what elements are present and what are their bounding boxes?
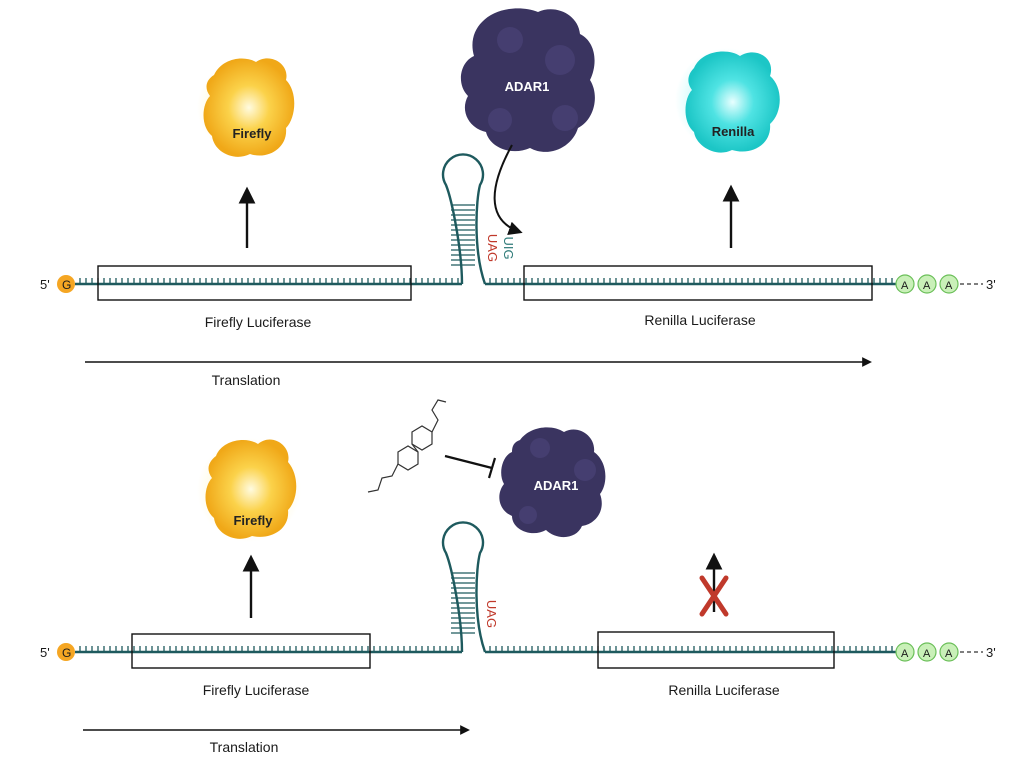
top-mrna-bases-right (489, 278, 893, 284)
top-polya-tail: A A A (895, 274, 983, 294)
bottom-panel: 5' G A A A 3' Firefly Luciferase Renilla… (40, 399, 996, 755)
bottom-stop-codon: UAG (484, 600, 499, 628)
inhibitor-ring (411, 425, 433, 451)
small-molecule-inhibitor-icon (367, 399, 447, 493)
bottom-adar1-lobe (574, 459, 596, 481)
top-stop-codon: UAG (485, 234, 500, 262)
top-cap-label: G (62, 278, 71, 292)
top-cap (57, 275, 75, 293)
top-polya-a2: A (923, 280, 931, 292)
inhibitor-ring (397, 445, 419, 471)
top-translation-label: Translation (212, 372, 281, 388)
top-stem-base-pairs (451, 204, 475, 266)
top-adar1-label: ADAR1 (505, 79, 550, 94)
bottom-polya-tail: A A A (895, 642, 983, 662)
bottom-mrna (75, 521, 900, 654)
bottom-five-prime-label: 5' (40, 645, 50, 660)
bottom-three-prime-label: 3' (986, 645, 996, 660)
top-firefly-protein: Firefly (197, 58, 295, 157)
inhibitor-chain (367, 463, 399, 493)
top-renilla-protein: Renilla (675, 48, 780, 153)
bottom-polya-bead-2 (917, 642, 937, 662)
top-polya-bead-1 (895, 274, 915, 294)
top-stem-loop (441, 153, 487, 285)
bottom-firefly-gene-box (131, 633, 371, 669)
bottom-adar1-lobe (530, 438, 550, 458)
top-three-prime-label: 3' (986, 277, 996, 292)
top-polya-a1: A (901, 280, 909, 292)
x-mark-icon (699, 575, 729, 617)
top-adar1-enzyme: ADAR1 (460, 8, 595, 152)
bottom-renilla-gene-label: Renilla Luciferase (668, 682, 779, 698)
inhibitor-bond (411, 443, 419, 453)
inhibition-line (444, 454, 493, 470)
bottom-polya-a2: A (923, 648, 931, 660)
top-mrna (75, 153, 900, 286)
top-firefly-gene-box (97, 265, 412, 301)
top-polya-bead-3 (939, 274, 959, 294)
bottom-adar1-label: ADAR1 (534, 478, 579, 493)
top-renilla-gene-label: Renilla Luciferase (644, 312, 755, 328)
top-adar1-lobe (497, 27, 523, 53)
bottom-adar1-enzyme: ADAR1 (499, 427, 606, 538)
bottom-polya-a3: A (945, 648, 953, 660)
top-edited-codon: UIG (501, 236, 516, 259)
x-mark-stroke (699, 575, 729, 617)
bottom-cap-label: G (62, 646, 71, 660)
top-five-prime-label: 5' (40, 277, 50, 292)
top-polya-bead-2 (917, 274, 937, 294)
top-adar1-lobe (552, 105, 578, 131)
bottom-mrna-bases-left (79, 646, 459, 652)
bottom-translation-label: Translation (210, 739, 279, 755)
top-firefly-blob (203, 58, 295, 157)
top-adar1-lobe (488, 108, 512, 132)
top-renilla-blob (685, 51, 780, 153)
bottom-adar1-lobe (519, 506, 537, 524)
bottom-polya-bead-1 (895, 642, 915, 662)
bottom-renilla-gene-box (597, 631, 835, 669)
top-firefly-gene-label: Firefly Luciferase (205, 314, 312, 330)
bottom-firefly-protein: Firefly (197, 438, 301, 542)
inhibitor-chain (431, 399, 447, 433)
bottom-firefly-gene-label: Firefly Luciferase (203, 682, 310, 698)
bottom-firefly-protein-label: Firefly (233, 513, 273, 528)
bottom-cap (57, 643, 75, 661)
inhibition-bar (487, 457, 497, 479)
top-panel: 5' G A A A 3' Firefly Luciferase Renilla… (40, 8, 996, 388)
bottom-polya-a1: A (901, 648, 909, 660)
top-adar1-lobe (545, 45, 575, 75)
top-editing-arrow (493, 144, 523, 235)
bottom-polya-bead-3 (939, 642, 959, 662)
bottom-mrna-bases-right (489, 646, 893, 652)
top-renilla-gene-box (523, 265, 873, 301)
top-firefly-protein-label: Firefly (232, 126, 272, 141)
bottom-firefly-blob (205, 439, 297, 539)
top-renilla-protein-label: Renilla (712, 124, 755, 139)
bottom-stem-base-pairs (451, 572, 475, 634)
bottom-stem-loop (441, 521, 487, 653)
top-polya-a3: A (945, 280, 953, 292)
